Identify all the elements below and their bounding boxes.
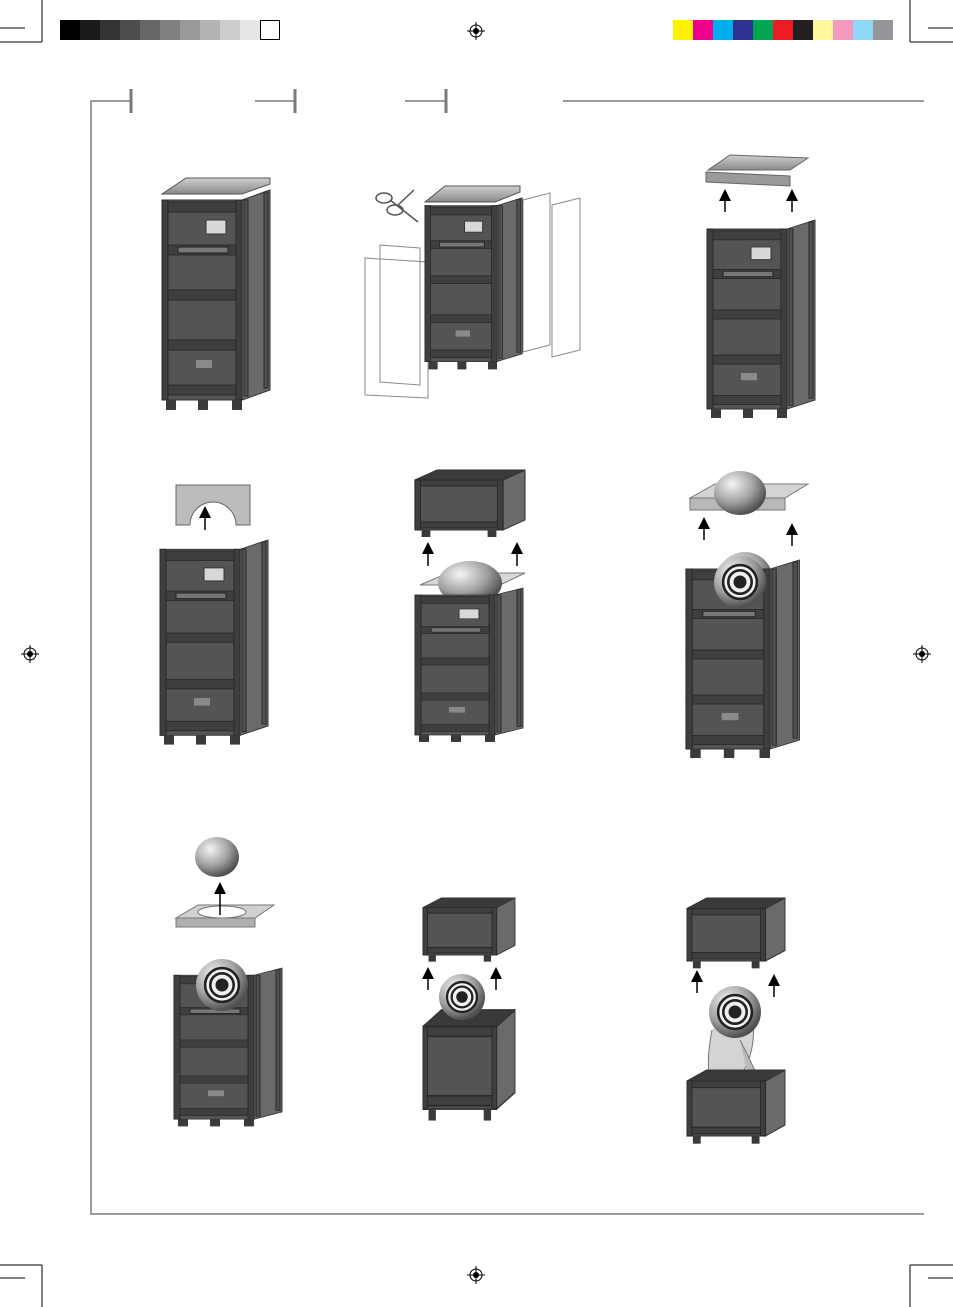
step-6-lift-foam-collar (686, 471, 808, 758)
gray-swatch (260, 20, 280, 40)
gray-swatch (200, 20, 220, 40)
color-swatch (693, 20, 713, 40)
color-swatch (773, 20, 793, 40)
color-swatch (853, 20, 873, 40)
step-1-closed-crate (162, 178, 270, 410)
scissors-icon (376, 190, 418, 222)
step-7-lift-ring-and-ball (174, 837, 282, 1126)
color-swatch (873, 20, 893, 40)
step-4-lift-arch (160, 485, 268, 745)
step-8-lift-crate-section (423, 898, 515, 1121)
step-3-lift-lid (706, 155, 815, 418)
step-5-lift-crate-section (415, 470, 525, 742)
step-2-remove-panels (365, 186, 580, 398)
color-swatch (673, 20, 693, 40)
gray-swatch (240, 20, 260, 40)
step-9-lift-last-section (687, 898, 785, 1144)
gray-swatch (100, 20, 120, 40)
gray-swatch (180, 20, 200, 40)
gray-swatch (80, 20, 100, 40)
gray-swatch (160, 20, 180, 40)
gray-swatch (220, 20, 240, 40)
gray-swatch (60, 20, 80, 40)
gray-swatch (140, 20, 160, 40)
color-swatch (793, 20, 813, 40)
color-swatch (713, 20, 733, 40)
color-swatch (813, 20, 833, 40)
color-swatch (733, 20, 753, 40)
gray-swatch (120, 20, 140, 40)
color-swatch (753, 20, 773, 40)
color-swatch (833, 20, 853, 40)
